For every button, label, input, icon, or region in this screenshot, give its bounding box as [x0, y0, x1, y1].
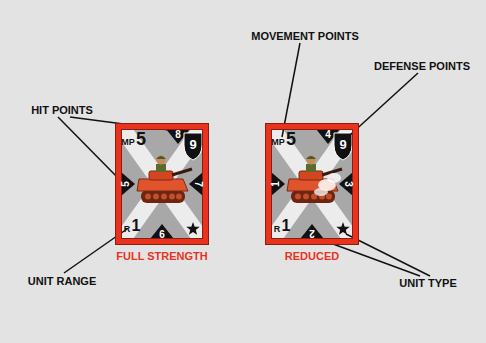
defense-points: 9 — [189, 138, 196, 151]
damage-smoke — [314, 173, 341, 196]
counter-artwork — [121, 129, 203, 239]
range-label: R — [124, 225, 131, 234]
hit-points: 8 — [175, 130, 181, 140]
hit-points: 7 — [193, 181, 203, 187]
movement-label: MP — [121, 138, 135, 147]
state-caption: REDUCED — [285, 251, 339, 262]
hit-points: 3 — [343, 181, 353, 187]
leader-line — [58, 117, 122, 182]
callout-label: UNIT RANGE — [28, 276, 96, 287]
leader-line — [350, 73, 418, 135]
hit-points: 9 — [159, 228, 165, 238]
callout-label: HIT POINTS — [31, 105, 93, 116]
counter-artwork — [271, 129, 353, 239]
leader-line — [282, 43, 300, 137]
unit-range: 1 — [132, 218, 141, 234]
callout-label: MOVEMENT POINTS — [251, 31, 359, 42]
leader-line — [346, 234, 430, 276]
callout-label: DEFENSE POINTS — [374, 61, 470, 72]
movement-label: MP — [271, 138, 285, 147]
smoke-puff — [327, 173, 341, 183]
hit-points: 4 — [325, 130, 331, 140]
range-label: R — [274, 225, 281, 234]
hit-points: 1 — [271, 181, 281, 187]
movement-points: 5 — [286, 130, 296, 148]
defense-points: 9 — [339, 138, 346, 151]
state-caption: FULL STRENGTH — [116, 251, 207, 262]
game-counter: MP54913R12 — [266, 124, 358, 244]
movement-points: 5 — [136, 130, 146, 148]
hit-points: 5 — [121, 181, 131, 187]
smoke-puff — [314, 188, 328, 196]
unit-range: 1 — [282, 218, 291, 234]
game-counter: MP58957R19 — [116, 124, 208, 244]
hit-points: 2 — [309, 228, 315, 238]
callout-label: UNIT TYPE — [399, 278, 456, 289]
